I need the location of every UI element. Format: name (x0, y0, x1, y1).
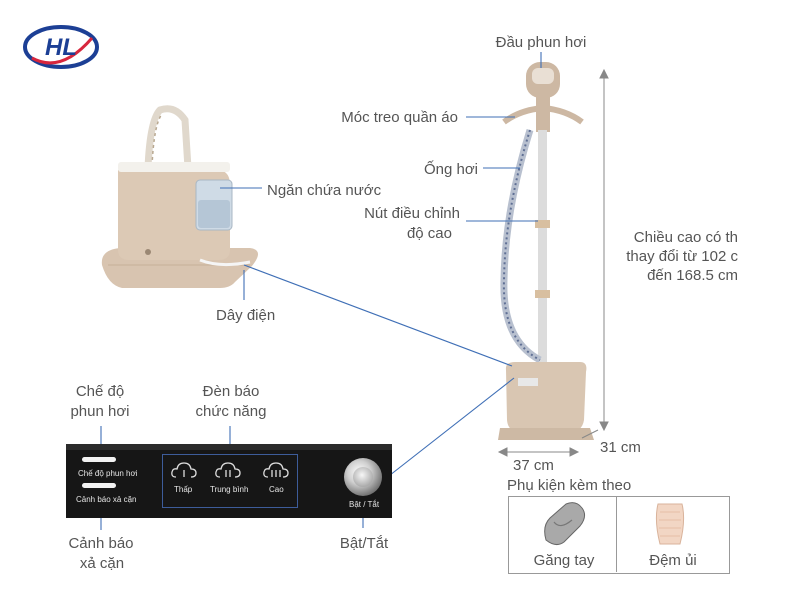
cloud-low-icon (171, 462, 197, 478)
level-high: Cao (269, 485, 284, 494)
accessories-divider (616, 496, 617, 572)
depth-label: 31 cm (600, 439, 641, 456)
accessories-box (508, 496, 730, 574)
label-power-cord: Dây điện (216, 307, 276, 324)
label-height-knob-1: Nút điều chỉnh (364, 205, 460, 222)
level-low: Thấp (174, 485, 193, 494)
accessories-title: Phụ kiện kèm theo (507, 477, 632, 494)
label-steam-hose: Ống hơi (423, 161, 478, 178)
ironing-pad-image (650, 500, 690, 548)
accessory-pad-label: Đệm ủi (649, 552, 697, 569)
label-power-switch: Bật/Tắt (339, 535, 389, 552)
glove-image (540, 500, 590, 548)
accessory-glove-label: Găng tay (533, 552, 595, 569)
garment-steamer-image (490, 60, 600, 450)
label-water-tank: Ngăn chứa nước (267, 182, 382, 199)
indicator-box: Thấp Trung bình Cao (162, 454, 298, 508)
steam-mode-button[interactable] (82, 457, 116, 462)
width-label: 37 cm (513, 457, 554, 474)
cloud-medium-icon (215, 462, 241, 478)
base-unit-image (100, 100, 270, 300)
label-indicator-1: Đèn báo (202, 383, 260, 400)
height-note-1: Chiều cao có th (633, 229, 738, 246)
brand-logo: HL (22, 22, 100, 72)
steam-mode-text: Chế độ phun hơi (78, 469, 138, 478)
label-steam-mode-2: phun hơi (70, 403, 130, 420)
control-panel: Chế độ phun hơi Cảnh báo xả cặn Thấp Tru… (66, 444, 392, 518)
logo-text: HL (45, 34, 77, 61)
label-hanger: Móc treo quần áo (341, 109, 458, 126)
label-height-knob-2: độ cao (406, 225, 452, 242)
power-text: Bật / Tắt (349, 500, 380, 509)
height-note-2: thay đổi từ 102 c (626, 248, 738, 265)
level-medium: Trung bình (210, 485, 249, 494)
cloud-high-icon (263, 462, 289, 478)
label-indicator-2: chức năng (195, 403, 267, 420)
label-descale-2: xả cặn (79, 555, 125, 572)
power-button[interactable] (344, 458, 382, 496)
label-steam-head: Đầu phun hơi (495, 34, 587, 51)
descale-text: Cảnh báo xả cặn (76, 495, 137, 504)
label-descale-1: Cảnh báo (68, 535, 134, 552)
descale-indicator (82, 483, 116, 488)
label-steam-mode-1: Chế độ (75, 383, 125, 400)
height-note-3: đến 168.5 cm (647, 267, 738, 284)
